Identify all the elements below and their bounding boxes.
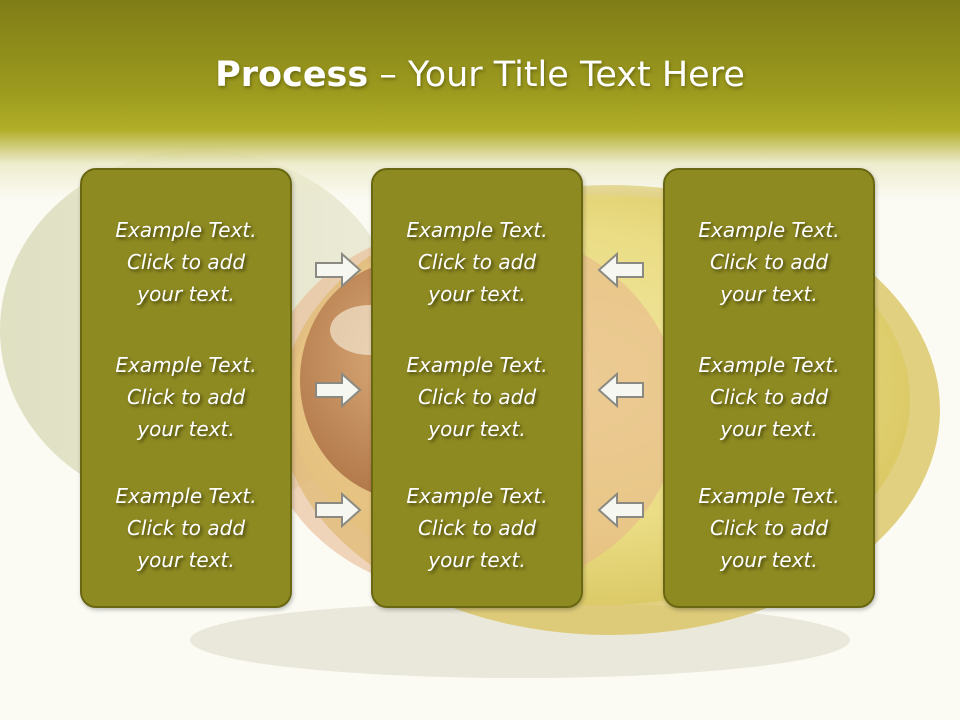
panel-text[interactable]: Example Text. Click to add your text. bbox=[115, 218, 257, 306]
title-bar: Process – Your Title Text Here bbox=[0, 0, 960, 200]
left-arrow-icon bbox=[597, 252, 644, 288]
panel-text[interactable]: Example Text. Click to add your text. bbox=[406, 353, 548, 441]
process-panel-right[interactable]: Example Text. Click to add your text. Ex… bbox=[663, 168, 875, 608]
right-arrow-icon bbox=[315, 492, 362, 528]
panel-text[interactable]: Example Text. Click to add your text. bbox=[115, 484, 257, 572]
right-arrow-icon bbox=[315, 252, 362, 288]
panel-text[interactable]: Example Text. Click to add your text. bbox=[115, 353, 257, 441]
panel-text[interactable]: Example Text. Click to add your text. bbox=[698, 353, 840, 441]
process-panel-left[interactable]: Example Text. Click to add your text. Ex… bbox=[80, 168, 292, 608]
panel-text[interactable]: Example Text. Click to add your text. bbox=[698, 484, 840, 572]
title-bold: Process bbox=[215, 55, 369, 95]
title-rest: – Your Title Text Here bbox=[368, 55, 745, 95]
right-arrow-icon bbox=[315, 372, 362, 408]
panel-text[interactable]: Example Text. Click to add your text. bbox=[698, 218, 840, 306]
panel-text[interactable]: Example Text. Click to add your text. bbox=[406, 484, 548, 572]
slide-title[interactable]: Process – Your Title Text Here bbox=[0, 52, 960, 98]
process-panel-middle[interactable]: Example Text. Click to add your text. Ex… bbox=[371, 168, 583, 608]
panel-text[interactable]: Example Text. Click to add your text. bbox=[406, 218, 548, 306]
left-arrow-icon bbox=[597, 372, 644, 408]
left-arrow-icon bbox=[597, 492, 644, 528]
